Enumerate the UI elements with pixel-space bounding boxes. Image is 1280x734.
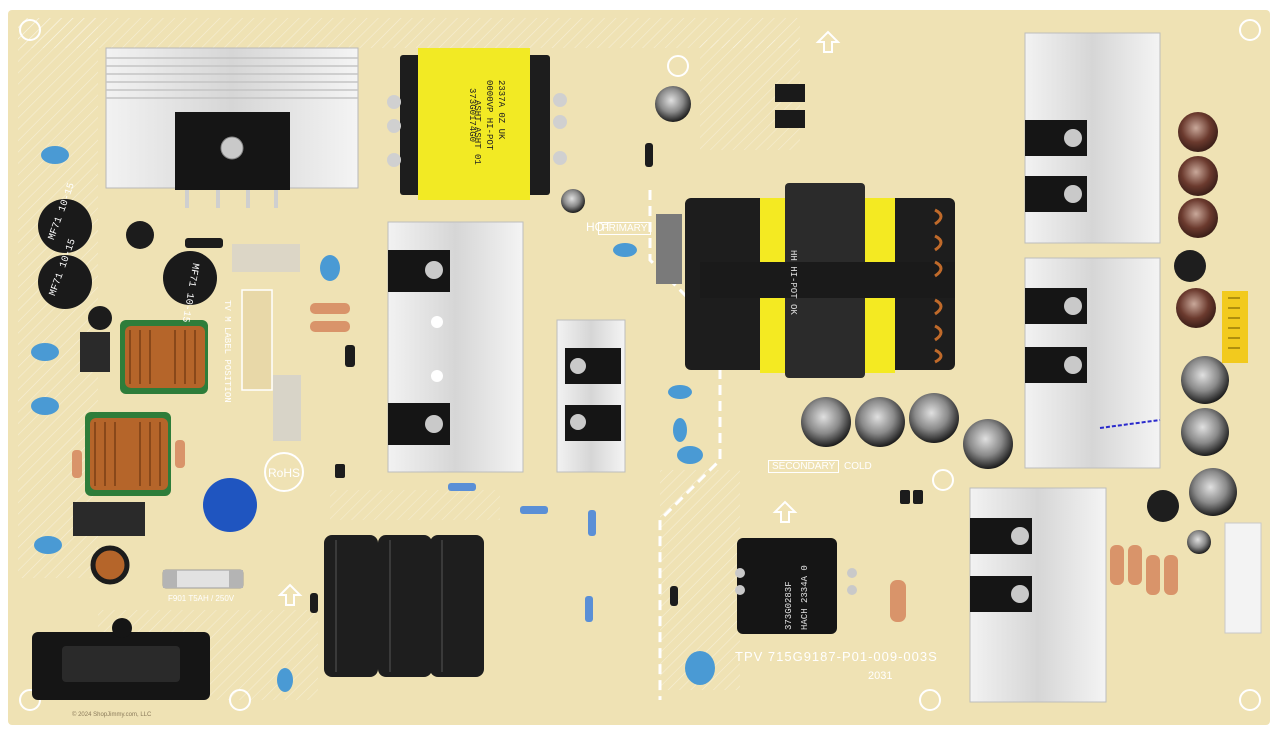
rohs-mark: RoHS bbox=[268, 466, 300, 480]
copyright: © 2024 ShopJimmy.com, LLC bbox=[72, 712, 152, 718]
transformer-label-4: 2337A 0Z UK bbox=[496, 80, 506, 140]
transformer-label-3: 0000VP HI-POT bbox=[484, 80, 494, 151]
inductor-label-2: HACH 2334A 0 bbox=[800, 565, 810, 630]
label-position-text: TV M LABEL POSITION bbox=[222, 300, 232, 403]
primary-label: PRIMARY bbox=[598, 222, 652, 235]
secondary-label: SECONDARY bbox=[768, 460, 840, 473]
cold-label: COLD bbox=[844, 461, 872, 472]
pcb-board bbox=[8, 10, 1270, 725]
bulk-capacitors bbox=[324, 535, 484, 677]
fuse-rating: F901 T5AH / 250V bbox=[168, 594, 235, 603]
transformer-label-1: 373G0174G0 bbox=[467, 88, 477, 142]
mounting-holes bbox=[19, 19, 1261, 711]
resistors bbox=[72, 303, 1178, 622]
year-mark: 2031 bbox=[868, 670, 893, 682]
y-capacitors bbox=[31, 146, 715, 692]
transformer-label-2: ASHT ASHT 01 bbox=[472, 100, 482, 165]
thermistors bbox=[38, 199, 217, 309]
transformer-2-label: HH HI-POT OK bbox=[788, 250, 798, 315]
board-part-number: TPV 715G9187-P01-009-003S bbox=[735, 649, 938, 664]
inductor-label: 373G0283F bbox=[784, 581, 794, 630]
